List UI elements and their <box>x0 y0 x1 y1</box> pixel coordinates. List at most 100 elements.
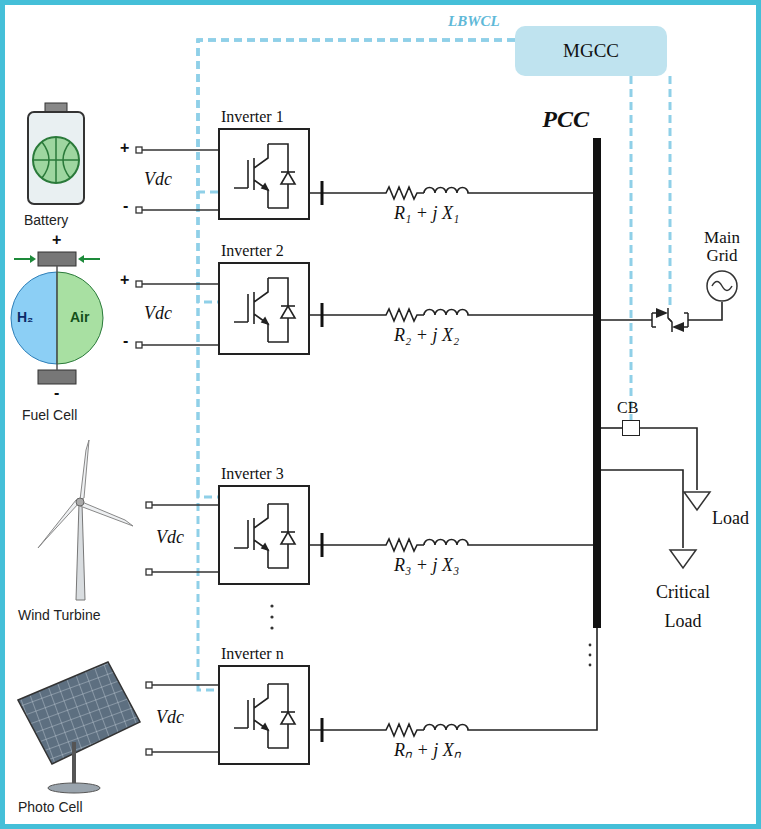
fuel-cell-illustration <box>38 252 76 266</box>
fuel-cell-illustration <box>56 266 58 370</box>
igbt-symbol <box>234 278 295 342</box>
wind-turbine-illustration <box>76 498 84 506</box>
load-triangle <box>668 548 698 570</box>
terminal-sign: - <box>54 384 59 402</box>
output-bus-stub <box>321 181 324 205</box>
impedance-symbol <box>379 184 473 201</box>
continuation-dots <box>589 664 592 667</box>
control-link <box>198 40 515 690</box>
inverter-box: Inverter 1 <box>218 128 310 220</box>
control-link-to-switch <box>670 76 671 306</box>
battery-illustration <box>33 137 79 183</box>
node-label: CB <box>617 399 638 417</box>
gas-label: H₂ <box>17 309 33 325</box>
node-label: Inverter n <box>221 645 284 663</box>
node-label: MGCC <box>563 40 619 62</box>
fuel-cell-illustration <box>38 370 76 384</box>
dc-terminal-wire <box>136 281 142 287</box>
control-link-to-switch <box>669 76 672 306</box>
control-link <box>198 40 515 192</box>
output-bus-stub <box>321 181 324 742</box>
node-label: Inverter 1 <box>221 108 284 126</box>
source-name: Fuel Cell <box>22 407 77 423</box>
impedance-label: R₃ + j X₃ <box>392 555 461 576</box>
load-symbol: Critical Load <box>668 548 698 570</box>
gas-label: Air <box>70 309 89 325</box>
fuel-cell-illustration <box>78 255 84 263</box>
control-link <box>198 40 515 497</box>
fuel-cell-illustration <box>11 252 103 384</box>
fuel-cell-illustration <box>14 258 100 260</box>
output-bus-stub <box>321 533 324 557</box>
fuel-cell-illustration <box>30 255 36 263</box>
battery-illustration <box>33 137 79 183</box>
photo-cell-illustration <box>72 742 76 786</box>
continuation-dots <box>589 644 592 647</box>
voltage-label: Vdc <box>156 707 184 728</box>
load-symbol: Load <box>682 490 712 512</box>
wind-turbine-illustration <box>38 500 79 548</box>
igbt-symbol <box>234 504 295 568</box>
output-bus-stub <box>321 303 324 327</box>
impedance-symbol <box>379 306 473 323</box>
grid-source: Main Grid <box>706 270 738 302</box>
node-label: Main Grid <box>698 229 746 266</box>
dc-terminal-wire <box>146 749 152 755</box>
dc-terminal-wire <box>136 342 142 348</box>
circuit-breaker: CB <box>622 420 640 436</box>
photo-cell-illustration <box>18 662 140 764</box>
link-name: LBWCL <box>446 13 502 30</box>
dc-terminal-wire <box>136 147 142 153</box>
inverter-box: Inverter 3 <box>218 485 310 585</box>
terminal-sign: - <box>123 332 128 350</box>
voltage-label: Vdc <box>144 303 172 324</box>
battery-illustration <box>28 112 84 204</box>
wind-turbine-illustration <box>38 440 133 600</box>
impedance-symbol <box>379 536 473 553</box>
continuation-dots <box>270 626 273 629</box>
load-triangle <box>682 490 712 512</box>
control-link <box>630 76 633 420</box>
wind-turbine-illustration <box>80 440 89 500</box>
node-label: Inverter 3 <box>221 465 284 483</box>
node-label: Critical Load <box>641 578 725 636</box>
battery-illustration <box>28 103 84 204</box>
impedance-symbol <box>379 184 473 738</box>
dc-terminal-wire <box>136 147 218 755</box>
output-bus-stub <box>321 718 324 742</box>
photo-cell-illustration <box>18 662 140 793</box>
controller-box: MGCC <box>515 26 667 76</box>
voltage-label: Vdc <box>156 527 184 548</box>
static-switch <box>646 306 694 334</box>
terminal-sign: - <box>123 197 128 215</box>
impedance-label: R₁ + j X₁ <box>392 203 461 224</box>
impedance-label: Rₙ + j Xₙ <box>392 740 463 761</box>
voltage-label: Vdc <box>144 169 172 190</box>
dc-terminal-wire <box>136 207 142 213</box>
wind-turbine-illustration <box>76 503 85 600</box>
continuation-dots <box>589 654 592 657</box>
dc-terminal-wire <box>146 569 152 575</box>
source-name: Wind Turbine <box>18 607 100 623</box>
fuel-cell-illustration <box>11 272 57 364</box>
terminal-sign: + <box>52 231 61 249</box>
static-switch <box>668 318 672 332</box>
static-switch <box>672 322 684 332</box>
dc-terminal-wire <box>146 502 152 508</box>
grid-source-symbol <box>706 270 738 302</box>
continuation-dots <box>270 604 591 666</box>
source-name: Photo Cell <box>18 799 83 815</box>
dc-terminal-wire <box>142 150 218 752</box>
igbt-symbol <box>234 684 295 748</box>
pcc-bus-bar: PCC <box>593 138 601 628</box>
static-switch <box>646 306 694 334</box>
node-label: PCC <box>542 106 589 134</box>
impedance-label: R₂ + j X₂ <box>392 325 461 346</box>
terminal-sign: + <box>120 139 129 157</box>
source-name: Battery <box>24 212 68 228</box>
fuel-cell-illustration <box>57 272 103 364</box>
dc-terminal-wire <box>146 682 152 688</box>
terminal-sign: + <box>120 271 129 289</box>
inverter-box: Inverter 2 <box>218 262 310 355</box>
